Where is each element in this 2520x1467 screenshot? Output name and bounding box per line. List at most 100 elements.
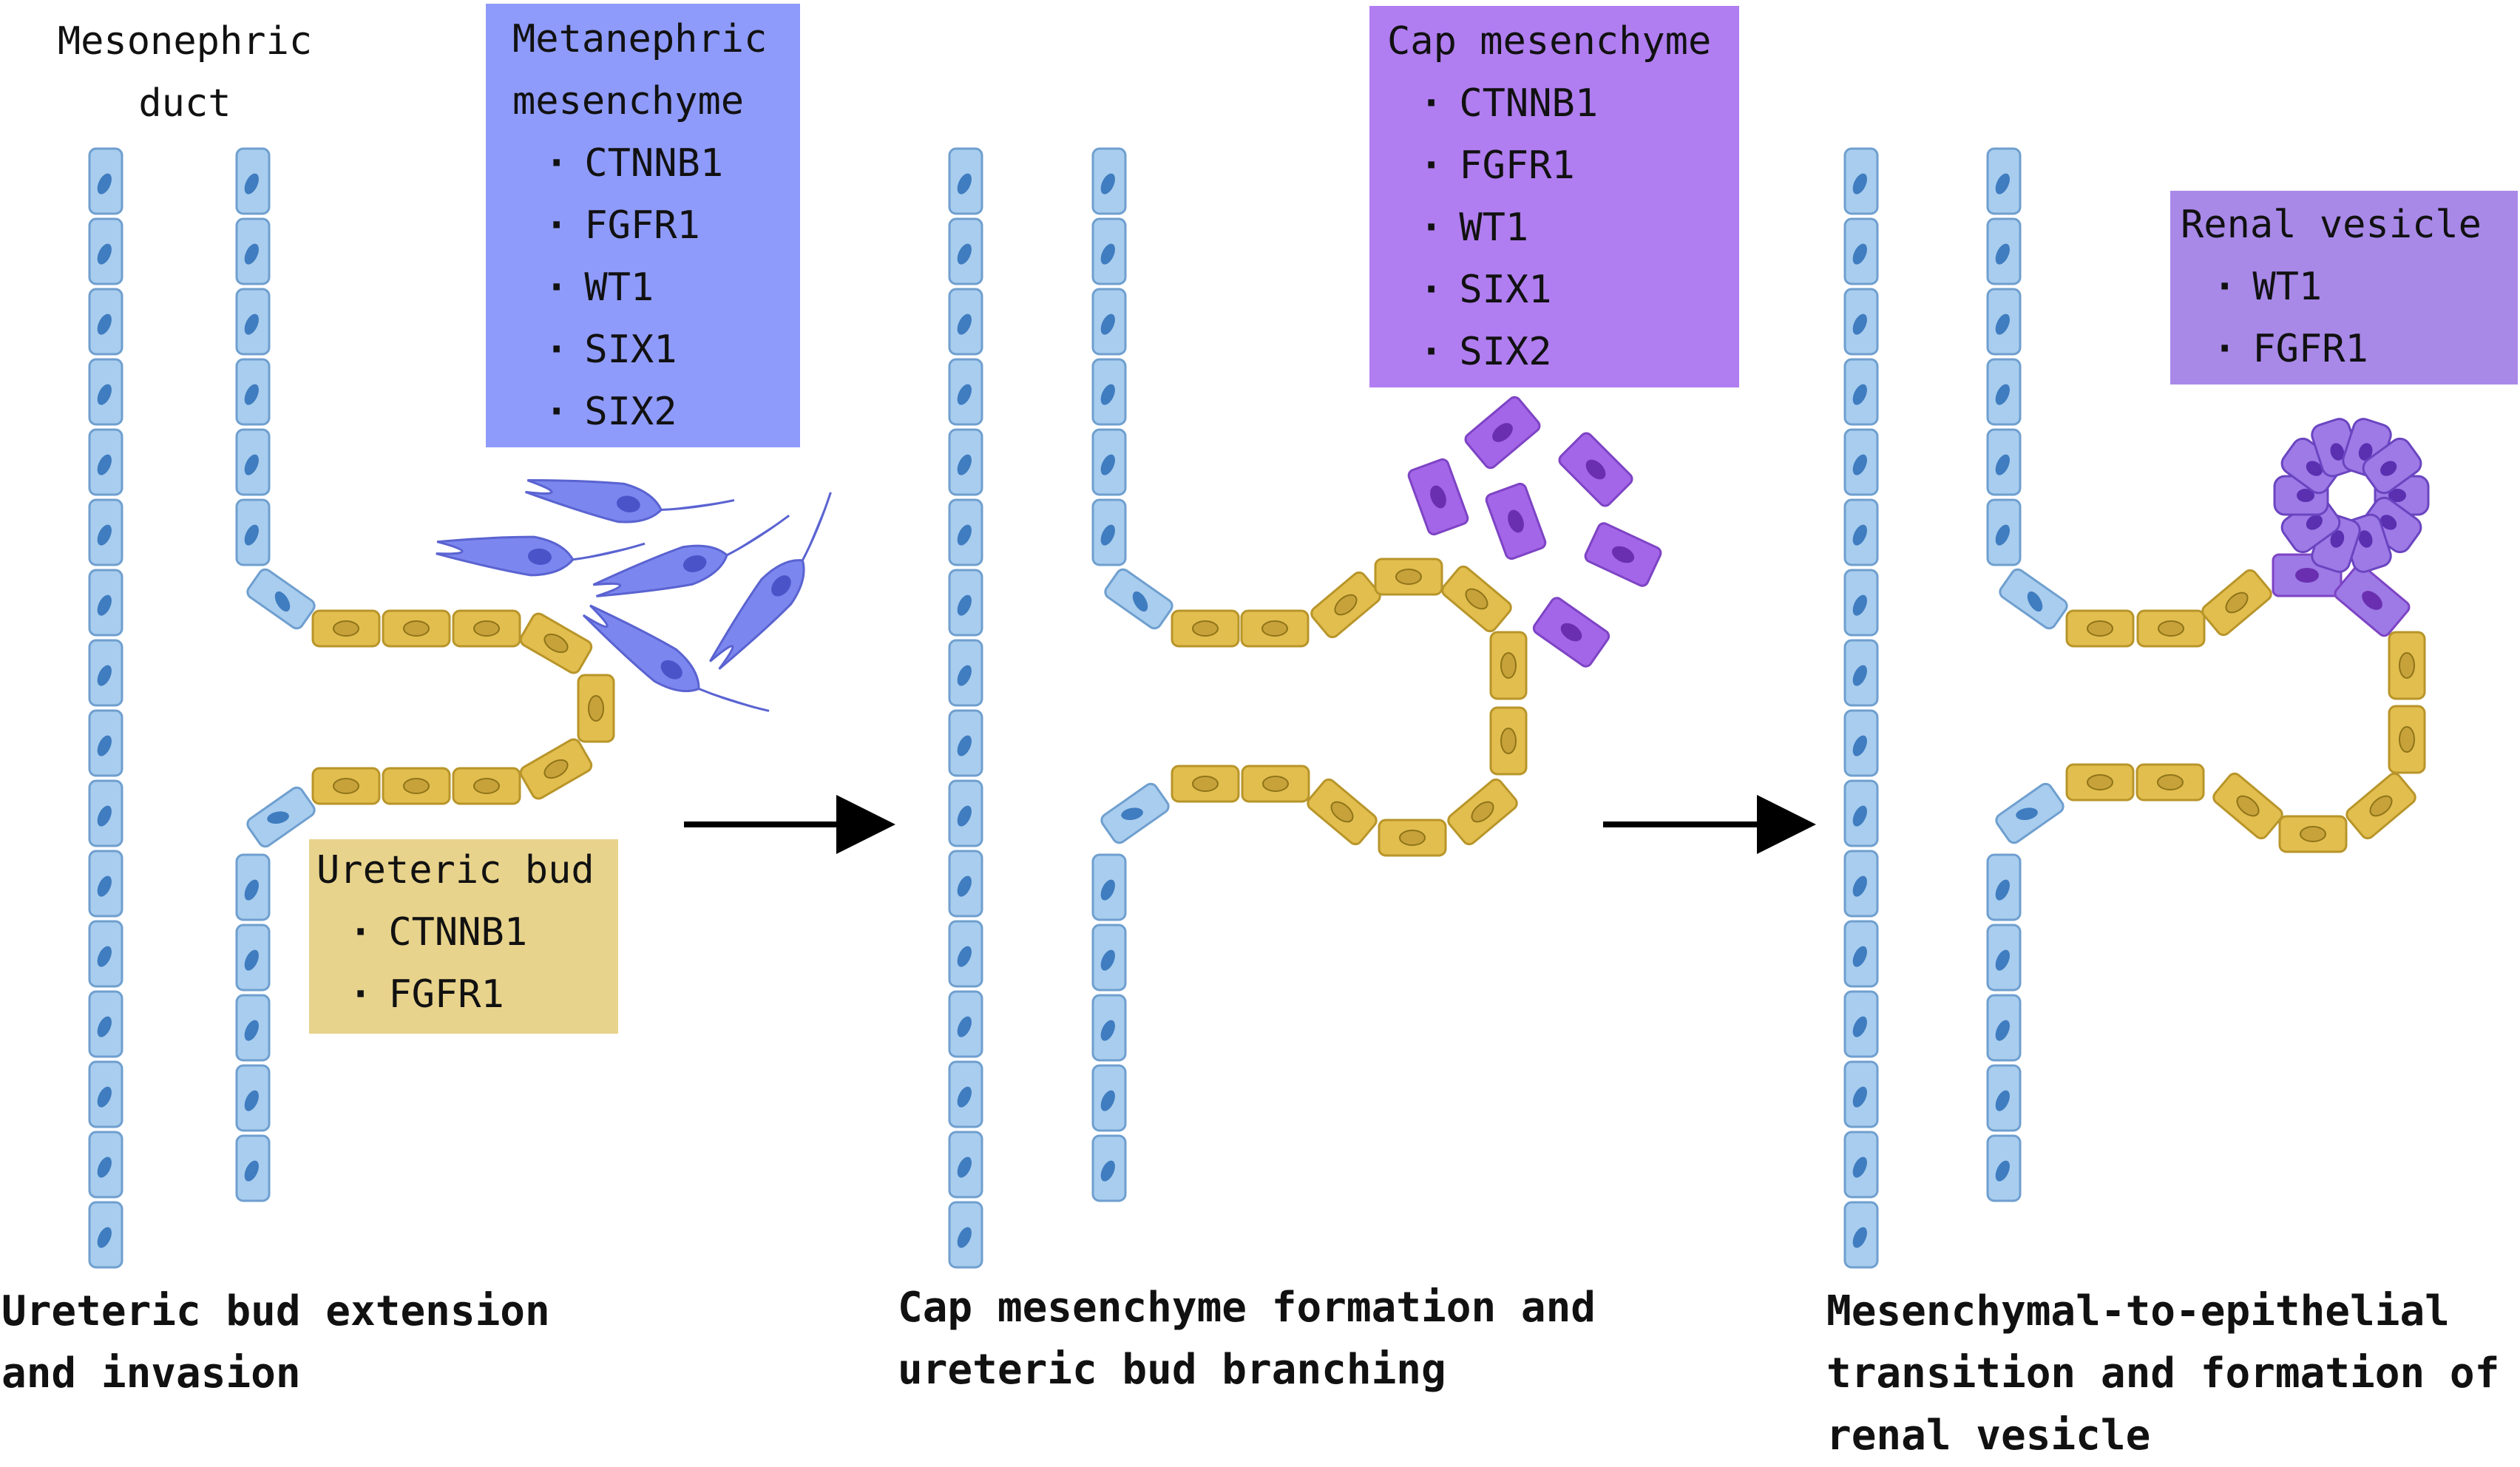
bud-cell bbox=[382, 609, 451, 648]
duct-cell bbox=[1091, 498, 1127, 566]
duct-cell bbox=[88, 428, 123, 496]
duct-cell bbox=[1091, 924, 1127, 992]
duct-cell bbox=[235, 498, 271, 566]
duct-cell bbox=[1843, 288, 1879, 356]
bud-cell bbox=[1307, 778, 1378, 846]
duct-cell bbox=[1843, 217, 1879, 285]
duct-cell bbox=[948, 428, 983, 496]
duct-cell bbox=[235, 217, 271, 285]
duct-cell bbox=[1843, 147, 1879, 215]
bud-cell bbox=[1447, 778, 1518, 846]
duct-cell bbox=[1986, 994, 2022, 1062]
duct-cell bbox=[1843, 779, 1879, 847]
cap-mesenchyme-title: Cap mesenchyme bbox=[1387, 19, 1712, 64]
bud-cell bbox=[382, 767, 451, 805]
duct-cell bbox=[1843, 920, 1879, 988]
duct-cell bbox=[1843, 1201, 1879, 1269]
bud-cell bbox=[1241, 765, 1310, 803]
bud-cell bbox=[452, 609, 521, 648]
bud-cell bbox=[519, 612, 593, 674]
bud-cell bbox=[2388, 631, 2426, 700]
marker-item: SIX2 bbox=[1387, 321, 1739, 383]
marker-item: FGFR1 bbox=[512, 194, 800, 257]
bud-cell bbox=[1374, 558, 1443, 596]
duct-cell bbox=[88, 639, 123, 707]
bud-cell bbox=[577, 674, 615, 743]
renal-vesicle-ring bbox=[2273, 418, 2430, 573]
duct-cell bbox=[948, 569, 983, 637]
bud-cell bbox=[1310, 571, 1381, 639]
marker-item: FGFR1 bbox=[1387, 135, 1739, 197]
duct-cell bbox=[1843, 639, 1879, 707]
duct-cell bbox=[235, 428, 271, 496]
stage2-caption: Cap mesenchyme formation and ureteric bu… bbox=[898, 1284, 1596, 1394]
bud-cell bbox=[311, 767, 381, 805]
duct-cell bbox=[1986, 288, 2022, 356]
duct-cell bbox=[1986, 428, 2022, 496]
marker-item: WT1 bbox=[512, 257, 800, 319]
renal-vesicle-title: Renal vesicle bbox=[2181, 203, 2482, 247]
duct-cell bbox=[948, 498, 983, 566]
duct-cell bbox=[246, 786, 316, 848]
bud-cell bbox=[519, 738, 593, 800]
duct-cell bbox=[88, 990, 123, 1058]
duct-cell bbox=[1986, 1064, 2022, 1132]
duct-cell bbox=[1091, 1064, 1127, 1132]
marker-item: WT1 bbox=[1387, 197, 1739, 259]
duct-cell bbox=[88, 358, 123, 426]
metanephric-mesenchyme-box: Metanephric mesenchyme CTNNB1 FGFR1 WT1 … bbox=[486, 4, 800, 447]
cap-mesenchyme-cell bbox=[2334, 563, 2411, 637]
duct-cell bbox=[1091, 288, 1127, 356]
bud-cell bbox=[2136, 609, 2206, 648]
bud-cell bbox=[311, 609, 381, 648]
mesonephric-duct-layer bbox=[88, 147, 2068, 1269]
duct-cell bbox=[88, 569, 123, 637]
duct-cell bbox=[1091, 358, 1127, 426]
bud-cell bbox=[2065, 609, 2135, 648]
stage3-caption: Mesenchymal-to-epithelial transition and… bbox=[1826, 1287, 2500, 1460]
duct-cell bbox=[1091, 994, 1127, 1062]
duct-cell bbox=[235, 147, 271, 215]
duct-cell bbox=[948, 1060, 983, 1128]
duct-cell bbox=[235, 1064, 271, 1132]
marker-item: CTNNB1 bbox=[512, 132, 800, 194]
marker-item: FGFR1 bbox=[316, 963, 618, 1026]
duct-cell bbox=[948, 709, 983, 777]
bud-cell bbox=[1240, 609, 1310, 648]
mesenchyme-cell bbox=[525, 479, 735, 524]
duct-cell bbox=[235, 853, 271, 921]
duct-cell bbox=[948, 639, 983, 707]
duct-cell bbox=[1091, 1134, 1127, 1202]
renal-vesicle-box: Renal vesicle WT1 FGFR1 bbox=[2170, 191, 2518, 384]
duct-cell bbox=[948, 779, 983, 847]
duct-cell bbox=[88, 779, 123, 847]
bud-cell bbox=[2065, 763, 2135, 802]
duct-cell bbox=[1843, 709, 1879, 777]
mesenchyme-cell bbox=[592, 514, 790, 597]
duct-cell bbox=[1986, 217, 2022, 285]
bud-cell bbox=[1171, 765, 1240, 803]
metanephric-mesenchyme-title: Metanephric mesenchyme bbox=[512, 17, 768, 123]
duct-cell bbox=[1091, 428, 1127, 496]
duct-cell bbox=[1986, 924, 2022, 992]
ureteric-bud-title: Ureteric bud bbox=[316, 848, 595, 892]
mesonephric-duct-label: Mesonephric duct bbox=[57, 19, 313, 126]
duct-cell bbox=[948, 217, 983, 285]
marker-item: CTNNB1 bbox=[316, 901, 618, 963]
duct-cell bbox=[88, 1201, 123, 1269]
duct-cell bbox=[948, 358, 983, 426]
duct-cell bbox=[1986, 147, 2022, 215]
duct-cell bbox=[1986, 358, 2022, 426]
marker-item: SIX1 bbox=[1387, 259, 1739, 321]
marker-item: FGFR1 bbox=[2181, 318, 2518, 380]
duct-cell bbox=[1986, 853, 2022, 921]
bud-cell bbox=[2388, 705, 2426, 774]
marker-item: CTNNB1 bbox=[1387, 72, 1739, 135]
ureteric-bud-box: Ureteric bud CTNNB1 FGFR1 bbox=[309, 839, 618, 1034]
cap-mesenchyme-cell bbox=[1485, 482, 1547, 560]
duct-cell bbox=[1843, 498, 1879, 566]
marker-item: SIX1 bbox=[512, 319, 800, 381]
cap-mesenchyme-box: Cap mesenchyme CTNNB1 FGFR1 WT1 SIX1 SIX… bbox=[1369, 6, 1739, 387]
duct-cell bbox=[88, 217, 123, 285]
bud-cell bbox=[452, 767, 521, 805]
